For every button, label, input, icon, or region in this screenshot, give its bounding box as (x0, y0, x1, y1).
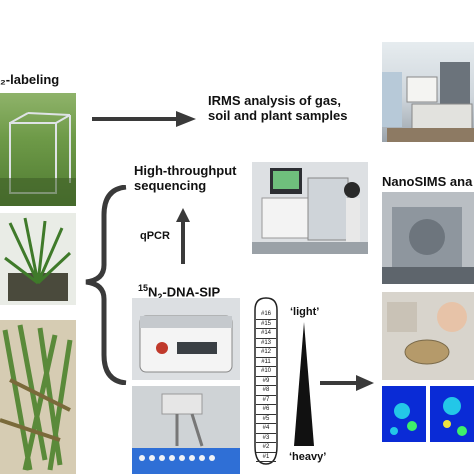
fraction-row: #10 (256, 367, 276, 377)
fraction-row: #11 (256, 358, 276, 367)
fraction-row: #9 (256, 377, 276, 386)
labeling-text: ₂-labeling (0, 72, 60, 87)
fraction-list: #16#15#14#13#12#11#10#9#8#7#6#5#4#3#2#1 (256, 310, 276, 462)
fraction-row: #14 (256, 329, 276, 339)
fractionation-photo (132, 386, 240, 474)
irms-label: IRMS analysis of gas, soil and plant sam… (208, 93, 347, 123)
sequencer-photo (252, 162, 368, 254)
fraction-row: #7 (256, 396, 276, 405)
fraction-row: #8 (256, 386, 276, 396)
irms-line-2: soil and plant samples (208, 108, 348, 123)
dna-sip-title: 15N2-DNA-SIP (138, 281, 220, 305)
sequencing-label: High-throughput sequencing (134, 163, 237, 193)
arrow-to-nanosims (320, 375, 374, 391)
rice-plant-photo (0, 213, 76, 305)
centrifuge-photo (132, 298, 240, 380)
sip-subscript: 2 (157, 291, 163, 302)
irms-line-1: IRMS analysis of gas, (208, 93, 341, 108)
plant-samples-photo (0, 320, 76, 474)
sip-suffix: -DNA-SIP (162, 284, 221, 300)
labeling-chamber-illustration (0, 112, 76, 206)
fraction-row: #15 (256, 320, 276, 329)
density-wedge (294, 322, 314, 446)
fraction-row: #12 (256, 348, 276, 358)
qpcr-label: qPCR (140, 230, 170, 242)
light-label: ‘light’ (290, 306, 320, 318)
nanosims-label: NanoSIMS ana (382, 174, 473, 189)
fractionation-illustration (132, 393, 240, 474)
irms-instrument-illustration (382, 62, 474, 142)
fraction-row: #6 (256, 405, 276, 415)
nanosims-instrument-photo (382, 192, 474, 284)
fraction-row: #13 (256, 339, 276, 348)
rice-plants-illustration (4, 217, 72, 301)
labeling-title: ₂-labeling (0, 72, 59, 87)
fraction-row: #3 (256, 434, 276, 443)
sip-isotope-superscript: 15 (138, 283, 149, 293)
sample-preparation-illustration (387, 302, 467, 365)
irms-instrument-photo (382, 42, 474, 142)
sequencing-line-1: High-throughput (134, 163, 237, 178)
sequencer-illustration (252, 168, 368, 254)
centrifuge-illustration (139, 315, 233, 373)
fraction-row: #1 (256, 453, 276, 462)
nanosims-heatmaps (382, 386, 474, 442)
arrow-to-irms (92, 111, 196, 127)
sample-preparation-photo (382, 292, 474, 380)
heavy-label: ‘heavy’ (289, 451, 327, 463)
sip-element: N (148, 284, 158, 300)
fraction-row: #5 (256, 415, 276, 424)
fraction-row: #16 (256, 310, 276, 320)
arrow-up-qpcr (176, 208, 190, 264)
branch-brace (85, 185, 127, 385)
fraction-row: #4 (256, 424, 276, 434)
sequencing-line-2: sequencing (134, 178, 207, 193)
fraction-row: #2 (256, 443, 276, 453)
plant-samples-illustration (0, 324, 73, 471)
field-labeling-photo (0, 93, 76, 206)
gradient-tube: #16#15#14#13#12#11#10#9#8#7#6#5#4#3#2#1 (250, 296, 282, 466)
nanosims-instrument-illustration (382, 207, 474, 284)
